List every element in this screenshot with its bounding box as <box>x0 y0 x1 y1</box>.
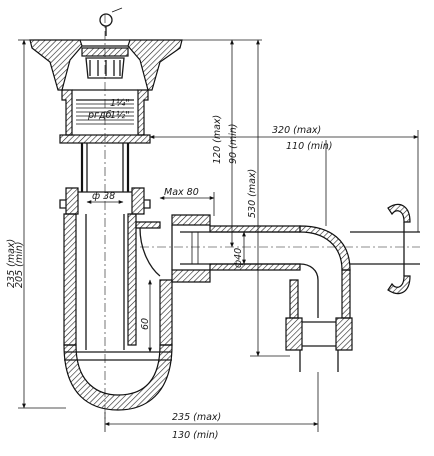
outlet-branch <box>135 214 353 372</box>
threaded-outlet <box>59 89 151 144</box>
dim-60-label: 60 <box>140 318 151 330</box>
dim-90-min-label: 90 (min) <box>228 124 239 164</box>
dim-110-min-label: 110 (min) <box>286 141 332 152</box>
dimension-lines <box>18 39 419 432</box>
dim-205-min-label: 205 (min) <box>14 242 25 288</box>
trap-body <box>63 213 173 411</box>
diameter-40-label: ф40 <box>233 248 244 268</box>
dim-130-min-label: 130 (min) <box>172 430 218 441</box>
union-nut <box>59 187 151 215</box>
dim-320-max-label: 320 (max) <box>272 125 321 136</box>
diameter-38-label: ф 38 <box>92 191 115 202</box>
dim-235-max-horizontal-label: 235 (max) <box>172 412 221 423</box>
dim-235-max-vertical-label: 235 (max) <box>6 239 17 288</box>
dim-530-max-label: 530 (max) <box>247 169 258 218</box>
tail-pipe <box>80 143 130 192</box>
top-ring <box>99 7 123 36</box>
max-80-label: Max 80 <box>164 187 199 198</box>
thread-label: 1¼" <box>110 98 130 109</box>
drain-flange <box>29 39 183 91</box>
thread-label-low: ргдб <box>87 110 112 121</box>
wall-connector <box>350 203 420 295</box>
dim-120-max-label: 120 (max) <box>212 115 223 164</box>
thread-label-second: 1½" <box>110 110 130 121</box>
